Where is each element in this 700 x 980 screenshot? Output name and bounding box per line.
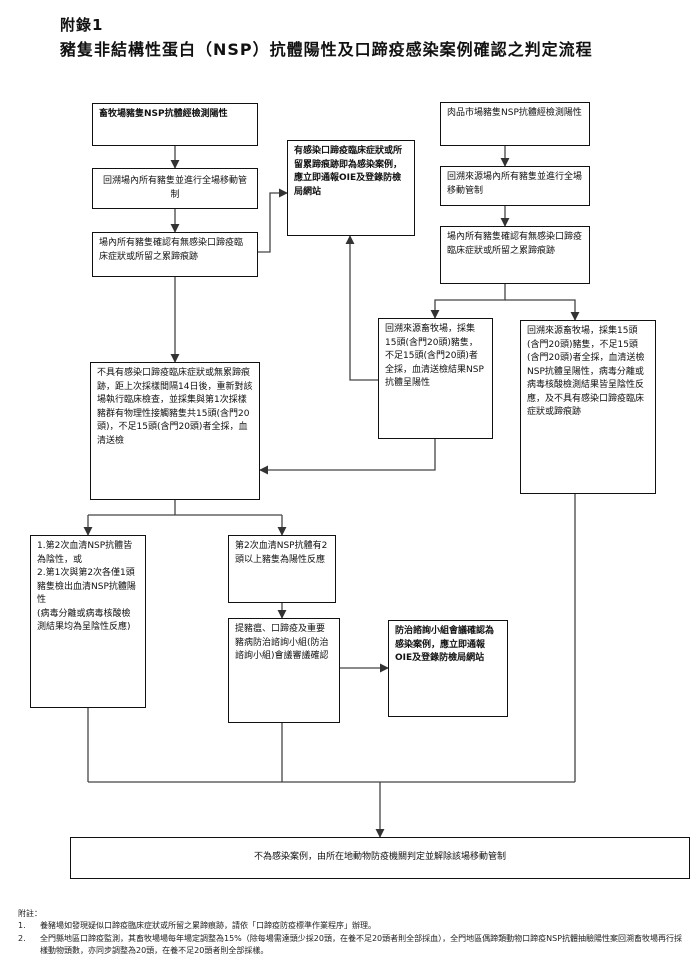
- footnote-number: 1.: [18, 921, 26, 931]
- box-market-start: 肉品市場豬隻NSP抗體經檢測陽性: [440, 102, 590, 146]
- footnote-number: 2.: [18, 933, 26, 943]
- box-source-positive: 回溯來源畜牧場，採集15頭(含門20頭)豬隻，不足15頭(含門20頭)者全採，血…: [378, 318, 493, 439]
- box-farm-start: 畜牧場豬隻NSP抗體經檢測陽性: [92, 103, 258, 146]
- arrow-market-check-to-branch: [430, 284, 506, 319]
- footnotes: 附註： 1. 養豬場如發現疑似口蹄疫臨床症狀或所留之累蹄痕跡，請依「口蹄疫防疫標…: [18, 908, 688, 958]
- box-source-negative: 回溯來源畜牧場，採集15頭(含門20頭)豬隻，不足15頭(含門20頭)者全採，血…: [520, 320, 656, 494]
- box-market-check-text: 場內所有豬隻確認有無感染口蹄疫臨床症狀或所留之累蹄痕跡: [447, 232, 583, 256]
- appendix-label: 附錄1: [60, 16, 104, 34]
- box-resample-text: 不具有感染口蹄疫臨床症狀或無累蹄痕跡，距上次採樣間隔14日後，重新對該場執行臨床…: [97, 368, 253, 446]
- footnote-item: 1. 養豬場如發現疑似口蹄疫臨床症狀或所留之累蹄痕跡，請依「口蹄疫防疫標準作業程…: [18, 920, 688, 932]
- footnote-text: 全門縣地區口蹄疫監測，其畜牧場場每年場定調整為15%（除每場需達頭少採20頭，在…: [40, 933, 683, 956]
- footnote-text: 養豬場如發現疑似口蹄疫臨床症狀或所留之累蹄痕跡，請依「口蹄疫防疫標準作業程序」辦…: [40, 921, 376, 931]
- box-source-positive-text: 回溯來源畜牧場，採集15頭(含門20頭)豬隻，不足15頭(含門20頭)者全採，血…: [385, 324, 484, 388]
- box-resample: 不具有感染口蹄疫臨床症狀或無累蹄痕跡，距上次採樣間隔14日後，重新對該場執行臨床…: [90, 362, 260, 500]
- footnotes-heading: 附註：: [18, 909, 42, 918]
- box-market-start-text: 肉品市場豬隻NSP抗體經檢測陽性: [447, 108, 582, 118]
- box-market-trace-text: 回溯來源場內所有豬隻並進行全場移動管制: [447, 172, 583, 196]
- box-market-trace: 回溯來源場內所有豬隻並進行全場移動管制: [440, 166, 590, 206]
- footnote-item: 2. 全門縣地區口蹄疫監測，其畜牧場場每年場定調整為15%（除每場需達頭少採20…: [18, 933, 688, 958]
- box-committee: 提豬瘟、口蹄疫及重要豬病防治諮詢小組(防治諮詢小組)會議審議確認: [228, 618, 340, 723]
- box-confirmed-left: 有感染口蹄疫臨床症狀或所留累蹄痕跡即為感染案例，應立即通報OIE及登錄防檢局網站: [287, 140, 415, 236]
- box-farm-movement-text: 回溯場內所有豬隻並進行全場移動管制: [102, 176, 247, 200]
- page-title: 豬隻非結構性蛋白（NSP）抗體陽性及口蹄疫感染案例確認之判定流程: [60, 40, 593, 59]
- box-second-negative-text: 1.第2次血清NSP抗體皆為陰性，或 2.第1次與第2次各僅1頭豬隻檢出血清NS…: [37, 541, 136, 632]
- box-farm-check: 場內所有豬隻確認有無感染口蹄疫臨床症狀或所留之累蹄痕跡: [92, 232, 258, 277]
- box-farm-movement: 回溯場內所有豬隻並進行全場移動管制: [92, 168, 258, 209]
- box-source-negative-text: 回溯來源畜牧場，採集15頭(含門20頭)豬隻，不足15頭(含門20頭)者全採，血…: [527, 326, 645, 417]
- arrow-market-check-to-branch-right: [505, 299, 580, 321]
- box-final-text: 不為感染案例，由所在地動物防疫機關判定並解除該場移動管制: [253, 852, 506, 863]
- arrow-source-positive-to-confirmed: [345, 235, 378, 381]
- box-farm-start-text: 畜牧場豬隻NSP抗體經檢測陽性: [99, 109, 228, 119]
- box-confirmed-committee: 防治諮詢小組會議確認為感染案例，應立即通報OIE及登錄防檢局網站: [388, 620, 508, 717]
- box-confirmed-committee-text: 防治諮詢小組會議確認為感染案例，應立即通報OIE及登錄防檢局網站: [395, 626, 495, 663]
- box-confirmed-left-text: 有感染口蹄疫臨床症狀或所留累蹄痕跡即為感染案例，應立即通報OIE及登錄防檢局網站: [294, 146, 403, 197]
- arrow-source-positive-to-resample: [259, 439, 436, 475]
- box-second-positive: 第2次血清NSP抗體有2頭以上豬隻為陽性反應: [228, 535, 336, 603]
- box-second-negative: 1.第2次血清NSP抗體皆為陰性，或 2.第1次與第2次各僅1頭豬隻檢出血清NS…: [30, 535, 146, 708]
- box-farm-check-text: 場內所有豬隻確認有無感染口蹄疫臨床症狀或所留之累蹄痕跡: [99, 238, 244, 262]
- arrow-check-to-confirmed: [258, 188, 288, 253]
- box-committee-text: 提豬瘟、口蹄疫及重要豬病防治諮詢小組(防治諮詢小組)會議審議確認: [235, 624, 329, 661]
- box-final: 不為感染案例，由所在地動物防疫機關判定並解除該場移動管制: [70, 837, 690, 879]
- box-market-check: 場內所有豬隻確認有無感染口蹄疫臨床症狀或所留之累蹄痕跡: [440, 226, 590, 284]
- box-second-positive-text: 第2次血清NSP抗體有2頭以上豬隻為陽性反應: [235, 541, 328, 565]
